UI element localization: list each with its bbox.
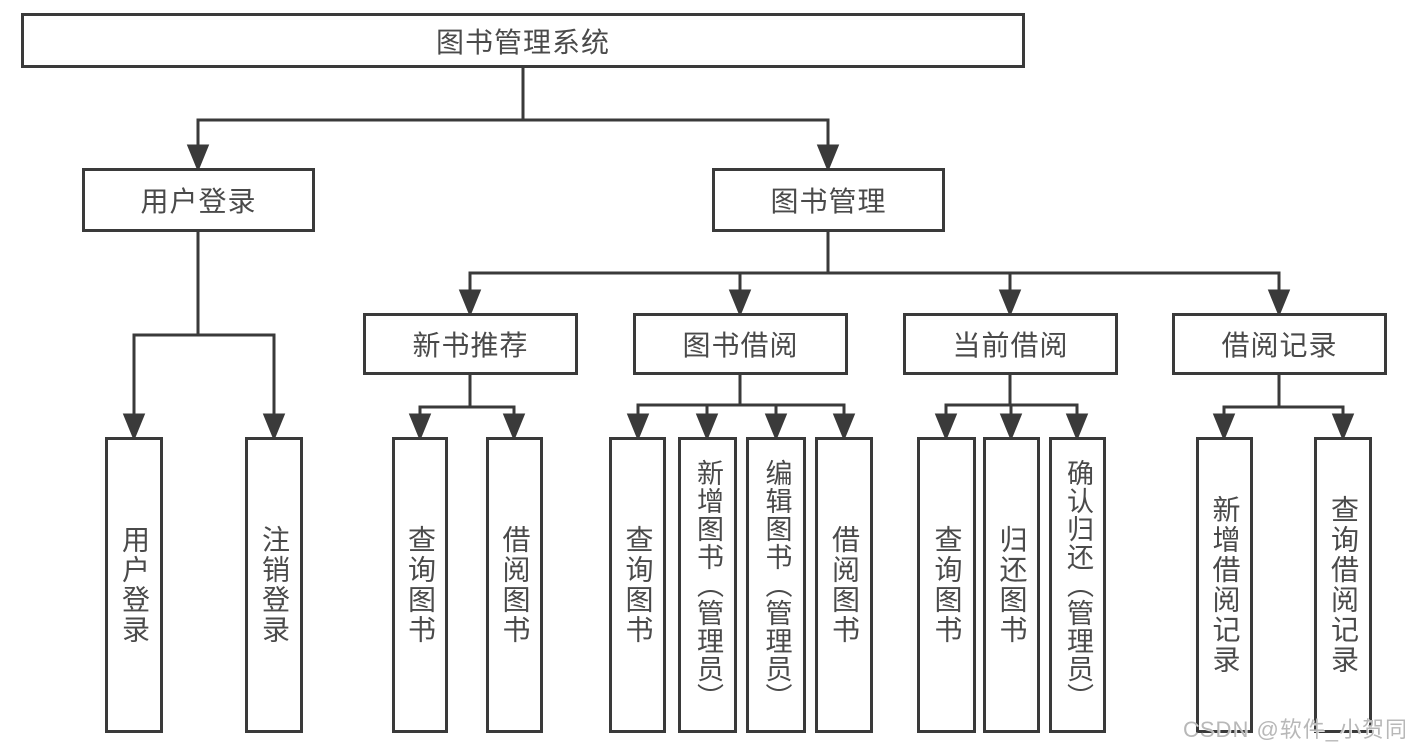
- leaf-user-login: 用户登录: [105, 437, 163, 733]
- leaf-edit-books-admin: 编辑图书（管理员）: [746, 437, 806, 733]
- leaf-query-books-current: 查询图书: [917, 437, 976, 733]
- leaf-return-books-label: 归还图书: [996, 525, 1028, 645]
- leaf-borrow-books-recommend-label: 借阅图书: [499, 525, 531, 645]
- leaf-edit-books-admin-label: 编辑图书（管理员）: [761, 459, 792, 711]
- leaf-return-books: 归还图书: [983, 437, 1040, 733]
- node-current-borrowing: 当前借阅: [903, 313, 1118, 375]
- node-library-system: 图书管理系统: [21, 13, 1025, 68]
- node-borrowing-records: 借阅记录: [1172, 313, 1387, 375]
- leaf-query-borrow-record-label: 查询借阅记录: [1328, 495, 1359, 675]
- leaf-query-borrow-record: 查询借阅记录: [1314, 437, 1372, 733]
- leaf-query-books-borrowing-label: 查询图书: [622, 525, 654, 645]
- leaf-confirm-return-admin-label: 确认归还（管理员）: [1063, 459, 1093, 711]
- node-user-login: 用户登录: [82, 168, 315, 232]
- leaf-add-borrow-record-label: 新增借阅记录: [1209, 495, 1241, 675]
- leaf-borrow-books-borrowing-label: 借阅图书: [829, 525, 860, 645]
- leaf-borrow-books-recommend: 借阅图书: [486, 437, 543, 733]
- leaf-logout: 注销登录: [245, 437, 303, 733]
- node-book-management: 图书管理: [712, 168, 945, 232]
- leaf-logout-label: 注销登录: [259, 525, 290, 645]
- leaf-query-books-recommend: 查询图书: [392, 437, 448, 733]
- leaf-add-borrow-record: 新增借阅记录: [1196, 437, 1253, 733]
- leaf-borrow-books-borrowing: 借阅图书: [815, 437, 873, 733]
- leaf-query-books-current-label: 查询图书: [931, 525, 963, 645]
- leaf-add-books-admin: 新增图书（管理员）: [678, 437, 737, 733]
- node-book-borrowing: 图书借阅: [633, 313, 848, 375]
- leaf-query-books-borrowing: 查询图书: [609, 437, 666, 733]
- node-new-book-recommend: 新书推荐: [363, 313, 578, 375]
- leaf-query-books-recommend-label: 查询图书: [405, 525, 436, 645]
- leaf-add-books-admin-label: 新增图书（管理员）: [693, 459, 723, 711]
- leaf-user-login-label: 用户登录: [119, 525, 150, 645]
- watermark: CSDN @软件_小贺同学: [1183, 717, 1405, 742]
- leaf-confirm-return-admin: 确认归还（管理员）: [1049, 437, 1106, 733]
